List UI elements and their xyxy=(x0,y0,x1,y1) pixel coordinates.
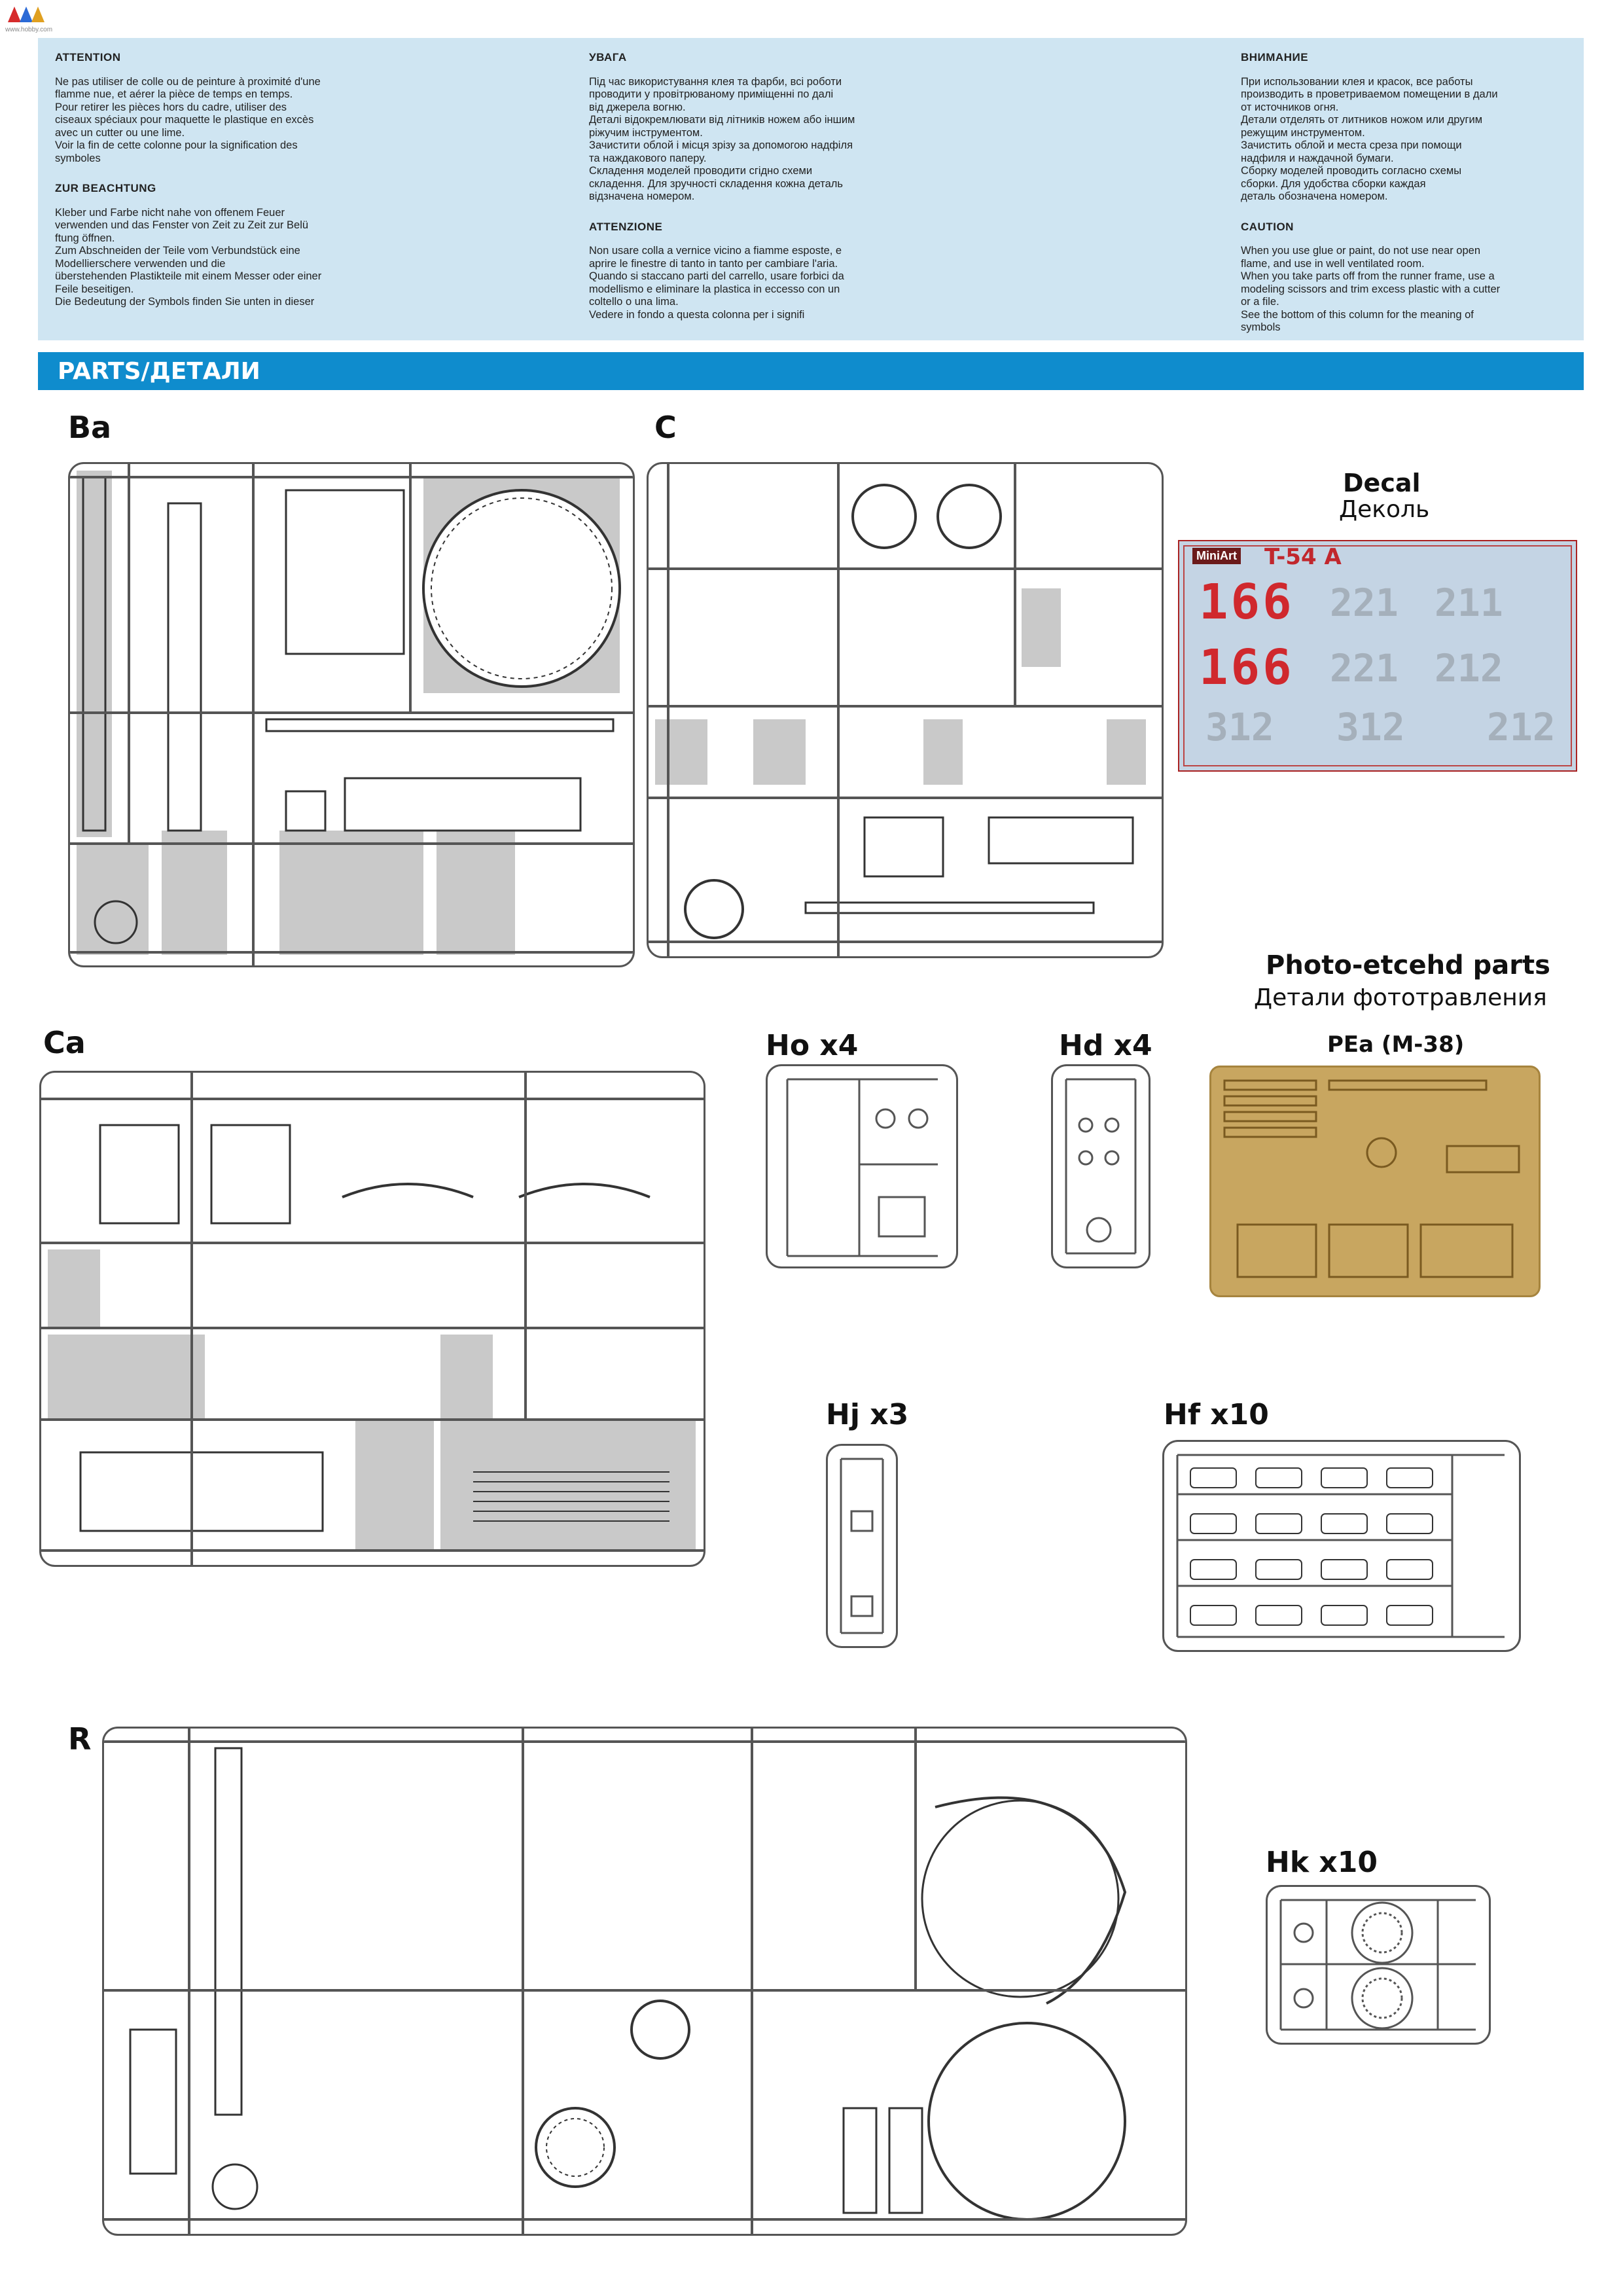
section-title: PARTS/ДЕТАЛИ xyxy=(58,358,260,385)
photoetch-subtitle: Детали фототравления xyxy=(1254,984,1547,1011)
sprue-ho-frame xyxy=(766,1064,958,1268)
decal-border xyxy=(1183,545,1572,766)
sprue-c-drawing xyxy=(649,464,1162,956)
sprue-hf-frame xyxy=(1162,1440,1521,1652)
warning-text: Під час використування клея та фарби, вс… xyxy=(589,75,855,203)
sprue-ho-drawing xyxy=(786,1078,938,1257)
warning-column-2: УВАГА Під час використування клея та фар… xyxy=(589,51,955,338)
site-logo-icon xyxy=(5,3,58,26)
warning-title: ZUR BEACHTUNG xyxy=(55,182,156,194)
sprue-ca-frame xyxy=(39,1071,705,1567)
decal-subtitle: Деколь xyxy=(1339,496,1430,523)
warning-title: ВНИМАНИЕ xyxy=(1241,51,1309,63)
sprue-label-ba: Ba xyxy=(68,410,112,445)
warning-column-3: ВНИМАНИЕ При использовании клея и красок… xyxy=(1241,51,1568,351)
warning-title: ATTENTION xyxy=(55,51,121,63)
sprue-ba-drawing xyxy=(70,464,633,965)
sprue-label-c: C xyxy=(654,410,677,445)
photoetch-drawing xyxy=(1223,1079,1520,1278)
warning-title: ATTENZIONE xyxy=(589,220,663,233)
decal-number: 212 xyxy=(1487,705,1556,749)
sprue-ca-drawing xyxy=(41,1073,704,1565)
sprue-r-drawing xyxy=(104,1729,1185,2234)
decal-sheet: MiniArt T-54 A 166 166 221 211 221 212 3… xyxy=(1178,540,1577,772)
warning-text: При использовании клея и красок, все раб… xyxy=(1241,75,1498,203)
decal-number: 166 xyxy=(1199,639,1294,696)
decal-number: 211 xyxy=(1435,581,1503,625)
sprue-hd-frame xyxy=(1051,1064,1150,1268)
decal-number: 312 xyxy=(1205,705,1274,749)
warning-box: ATTENTION Ne pas utiliser de colle ou de… xyxy=(38,38,1584,340)
sprue-label-hj: Hj x3 xyxy=(826,1398,909,1431)
sprue-hj-frame xyxy=(826,1444,898,1648)
sprue-label-ca: Ca xyxy=(43,1025,86,1060)
sprue-hk-drawing xyxy=(1279,1899,1476,2031)
photoetch-title: Photo-etcehd parts xyxy=(1266,950,1550,980)
decal-title: Decal xyxy=(1343,469,1421,497)
section-header-bar: PARTS/ДЕТАЛИ xyxy=(38,352,1584,390)
sprue-label-hf: Hf x10 xyxy=(1164,1398,1269,1431)
warning-text: Non usare colla a vernice vicino a fiamm… xyxy=(589,245,844,321)
sprue-hd-drawing xyxy=(1065,1078,1137,1255)
sprue-label-hk: Hk x10 xyxy=(1266,1846,1378,1879)
sprue-hf-drawing xyxy=(1176,1454,1505,1638)
sprue-r-frame xyxy=(102,1727,1187,2236)
decal-number: 221 xyxy=(1330,581,1399,625)
decal-model: T-54 A xyxy=(1264,544,1342,570)
warning-title: УВАГА xyxy=(589,51,627,63)
sprue-hj-drawing xyxy=(840,1458,884,1634)
decal-brand: MiniArt xyxy=(1192,548,1241,564)
sprue-ba-frame xyxy=(68,462,635,967)
sprue-label-r: R xyxy=(68,1721,92,1757)
watermark-text: www.hobby.com xyxy=(5,26,53,33)
sprue-label-hd: Hd x4 xyxy=(1059,1029,1152,1062)
decal-number: 166 xyxy=(1199,574,1294,630)
sprue-c-frame xyxy=(647,462,1164,958)
photoetch-code: PEa (M-38) xyxy=(1327,1031,1465,1058)
decal-number: 312 xyxy=(1336,705,1405,749)
photoetch-fret xyxy=(1209,1066,1541,1297)
sprue-hk-frame xyxy=(1266,1885,1491,2045)
sprue-label-ho: Ho x4 xyxy=(766,1029,859,1062)
warning-column-1: ATTENTION Ne pas utiliser de colle ou de… xyxy=(55,51,421,326)
warning-text: When you use glue or paint, do not use n… xyxy=(1241,245,1501,333)
decal-number: 221 xyxy=(1330,646,1399,691)
warning-text: Ne pas utiliser de colle ou de peinture … xyxy=(55,75,321,164)
warning-title: CAUTION xyxy=(1241,220,1294,233)
warning-text: Kleber und Farbe nicht nahe von offenem … xyxy=(55,206,322,308)
decal-number: 212 xyxy=(1435,646,1503,691)
